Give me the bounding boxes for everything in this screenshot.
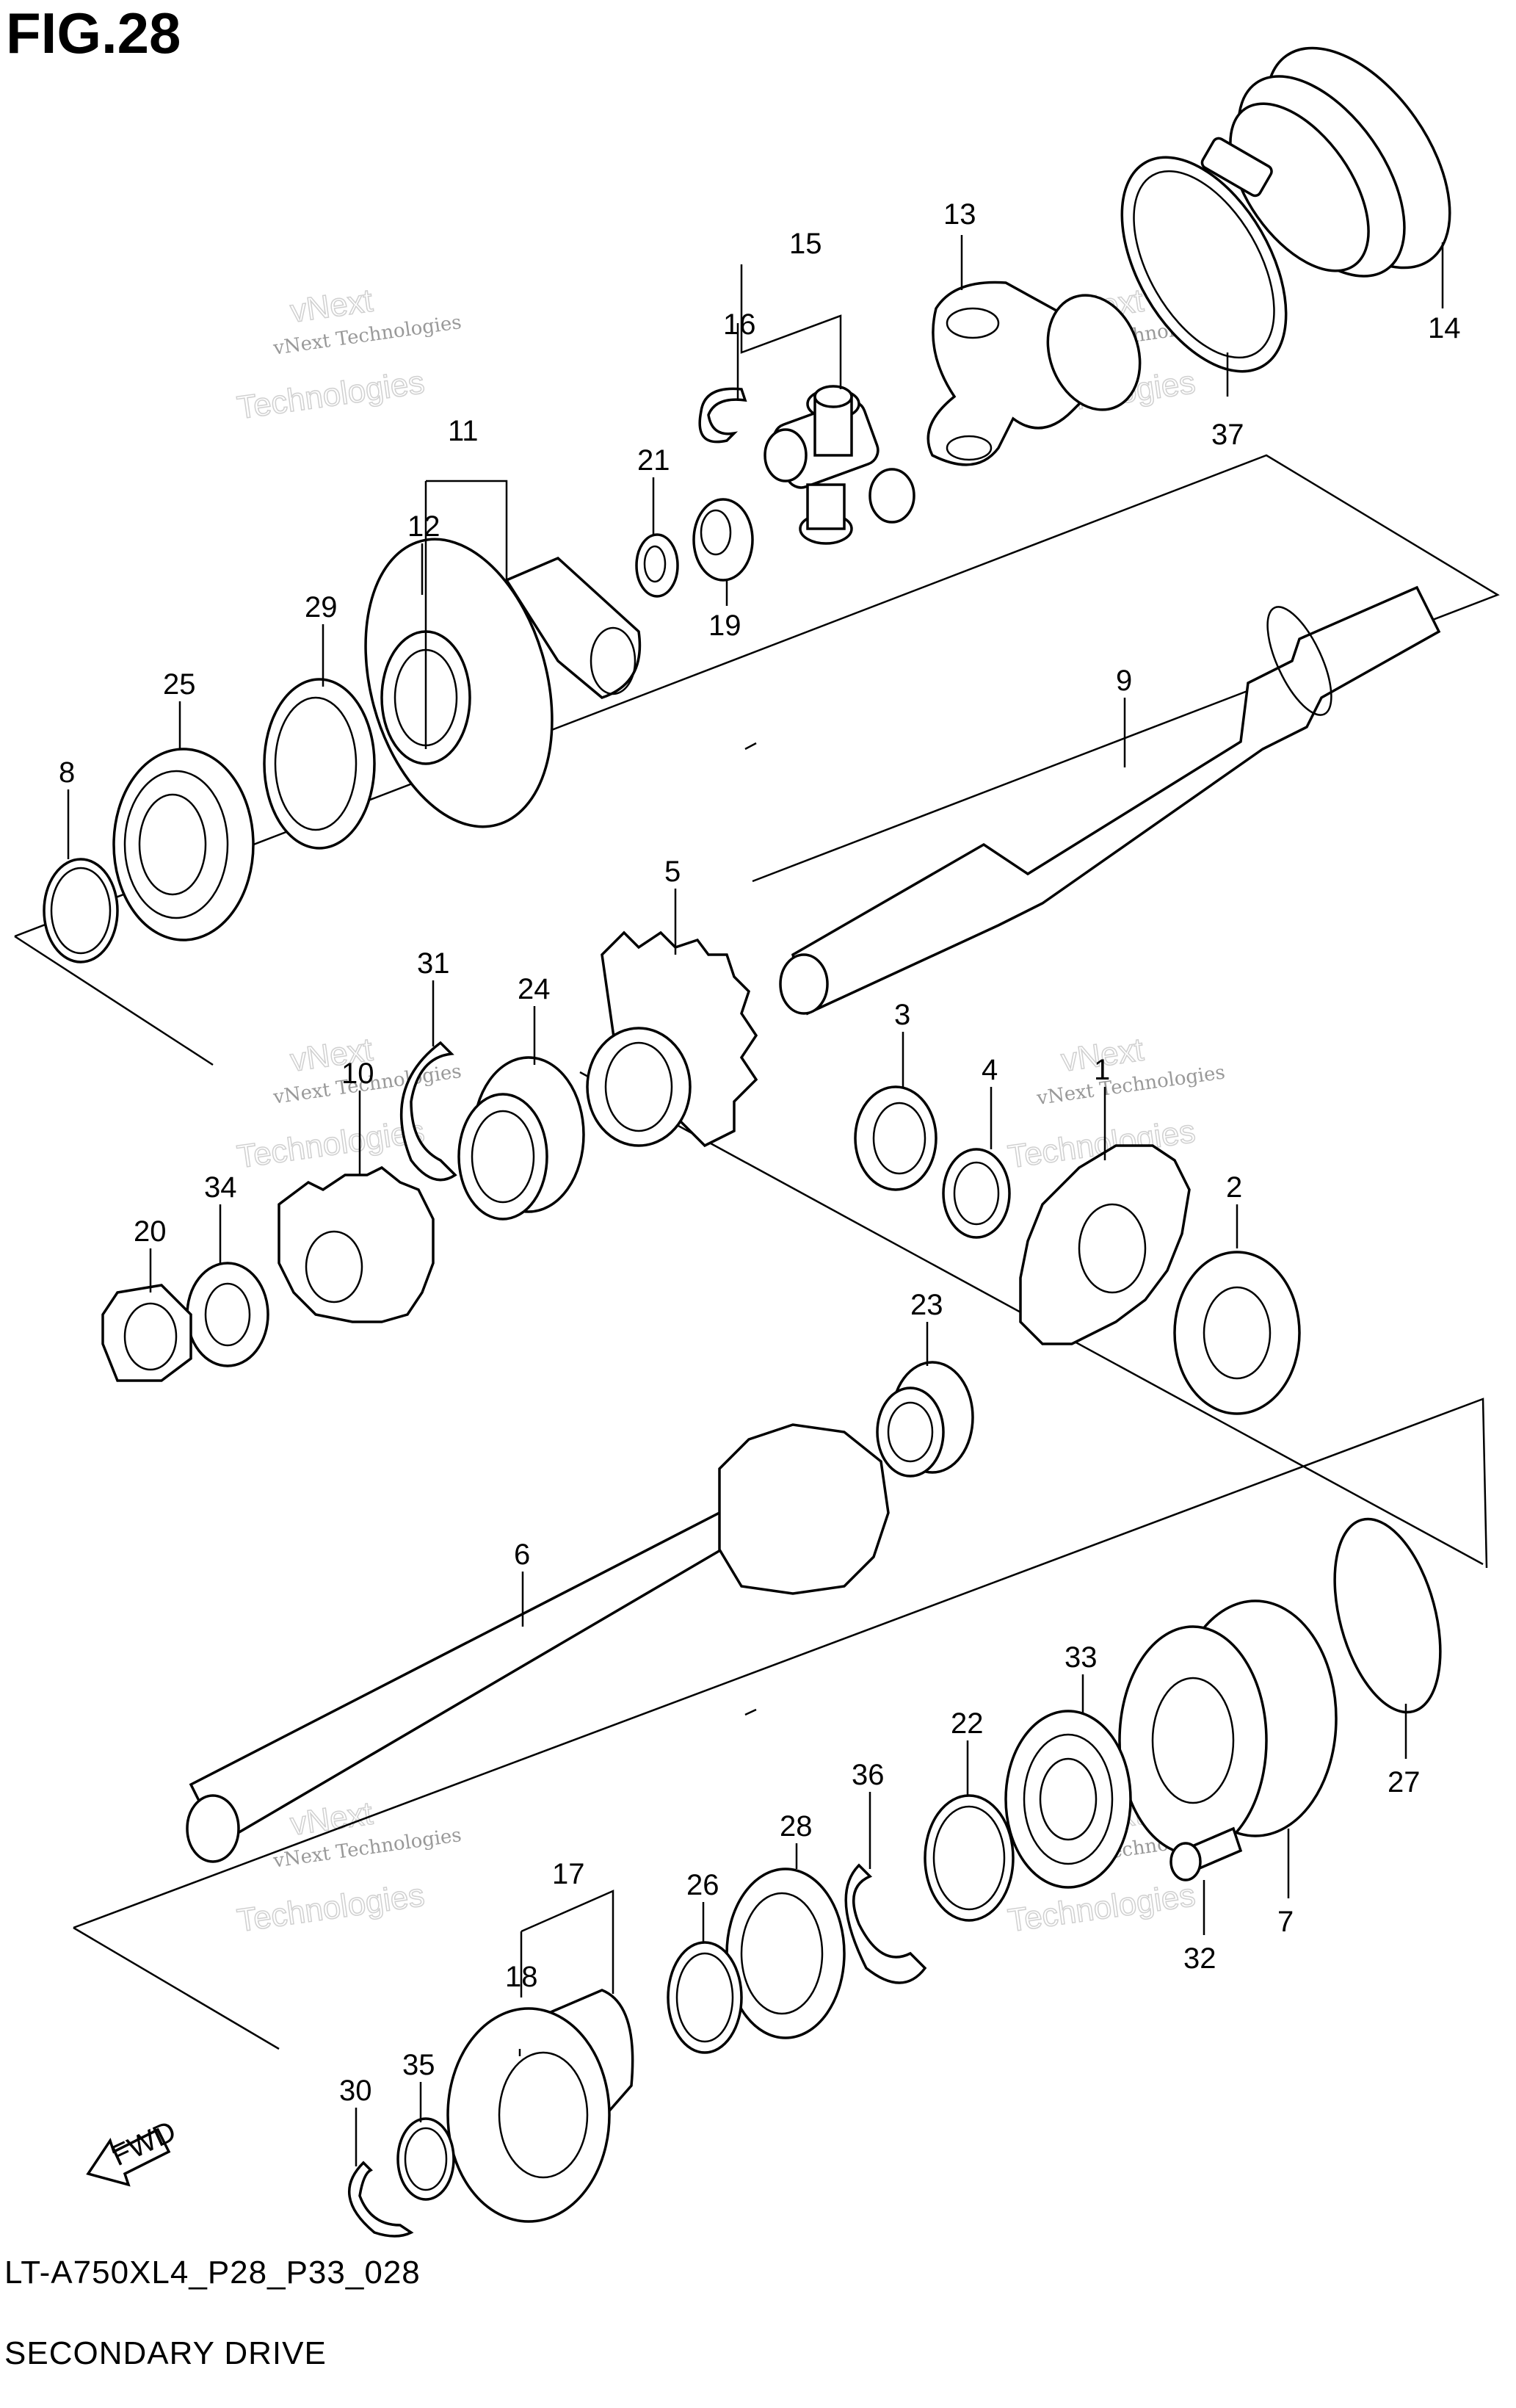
callout-13: 13 — [943, 198, 976, 231]
part-15-universal-joint — [764, 385, 915, 545]
callout-2: 2 — [1226, 1171, 1242, 1204]
part-21-ring — [635, 533, 679, 598]
callout-14: 14 — [1428, 312, 1461, 344]
part-24-roller-bearing — [457, 1056, 585, 1221]
part-1-bevel-gear — [1019, 1144, 1191, 1345]
svg-text:Technologies: Technologies — [235, 1113, 427, 1175]
fwd-arrow-icon: FWD — [86, 2115, 181, 2187]
callout-10: 10 — [341, 1057, 374, 1090]
part-8-ring — [43, 858, 119, 963]
part-2-shim — [1173, 1251, 1301, 1415]
callout-18: 18 — [505, 1961, 538, 1993]
callout-7: 7 — [1277, 1906, 1294, 1938]
callout-27: 27 — [1388, 1766, 1421, 1798]
part-29-oil-seal — [263, 678, 376, 850]
part-26-ring — [667, 1941, 743, 2054]
callout-21: 21 — [637, 444, 670, 477]
callout-23: 23 — [910, 1289, 943, 1321]
part-14-boot — [1229, 46, 1451, 278]
part-22-ring — [924, 1794, 1015, 1922]
svg-text:Technologies: Technologies — [1006, 1877, 1197, 1939]
callout-35: 35 — [402, 2049, 435, 2081]
callout-36: 36 — [852, 1759, 885, 1791]
callout-31: 31 — [417, 947, 450, 980]
part-13-yoke — [926, 281, 1142, 466]
callout-11: 11 — [448, 415, 479, 447]
svg-text:Technologies: Technologies — [235, 364, 427, 426]
callout-30: 30 — [339, 2075, 372, 2107]
part-6-shaft — [186, 1423, 890, 1863]
callout-26: 26 — [686, 1869, 719, 1901]
model-code: LT-A750XL4_P28_P33_028 — [4, 2255, 421, 2291]
callout-4: 4 — [982, 1054, 998, 1086]
part-18-cup — [446, 1989, 634, 2223]
part-4-washer — [942, 1148, 1011, 1239]
figure-title: FIG.28 — [6, 1, 181, 65]
group-box-lower-dash — [744, 1708, 757, 1716]
callout-28: 28 — [780, 1810, 813, 1843]
svg-text:Technologies: Technologies — [235, 1877, 427, 1939]
callout-3: 3 — [894, 999, 910, 1031]
group-box-upper-left — [14, 935, 214, 1066]
part-37-clamp — [1120, 137, 1288, 373]
part-3-collar — [854, 1085, 937, 1191]
leader-lines — [67, 235, 1444, 2166]
figure-subtitle: SECONDARY DRIVE — [4, 2335, 327, 2371]
callout-34: 34 — [204, 1171, 237, 1204]
callout-29: 29 — [305, 591, 338, 623]
part-28-oil-seal — [725, 1868, 846, 2039]
part-19-washer — [692, 498, 754, 582]
group-box-lower-left — [73, 1926, 280, 2050]
callout-12: 12 — [407, 510, 440, 543]
part-7-housing — [1118, 1599, 1338, 1856]
group-box-upper-dash — [744, 742, 757, 751]
part-34-washer — [186, 1262, 269, 1367]
callout-25: 25 — [163, 668, 196, 701]
group-box-lower — [73, 1398, 1488, 1929]
callout-33: 33 — [1065, 1641, 1098, 1674]
callout-15: 15 — [789, 228, 822, 260]
watermark-1: vNext Technologies vNext Technologies — [234, 282, 463, 427]
part-31-circlip — [399, 1041, 457, 1182]
part-20-nut — [101, 1284, 192, 1382]
part-10-gear — [278, 1165, 435, 1323]
callout-16: 16 — [723, 308, 756, 341]
part-9-shaft — [779, 585, 1441, 1016]
callout-24: 24 — [518, 973, 551, 1005]
part-30-circlip — [347, 2161, 414, 2238]
callout-19: 19 — [708, 610, 741, 642]
callout-32: 32 — [1183, 1942, 1216, 1975]
callout-labels: 15 16 13 14 37 11 12 29 25 8 21 19 9 5 3… — [59, 198, 1461, 2107]
part-25-bearing — [112, 748, 255, 941]
part-23-bushing — [876, 1361, 974, 1478]
part-33-bearing — [1004, 1710, 1132, 1889]
callout-22: 22 — [951, 1707, 984, 1740]
part-32-bolt — [1169, 1826, 1243, 1881]
svg-text:vNext: vNext — [288, 283, 374, 330]
part-5-bevel-gear — [586, 930, 758, 1148]
callout-1: 1 — [1094, 1054, 1110, 1086]
callout-9: 9 — [1116, 665, 1132, 697]
callout-6: 6 — [514, 1539, 530, 1571]
callout-20: 20 — [134, 1215, 167, 1248]
callout-37: 37 — [1211, 419, 1244, 451]
callout-8: 8 — [59, 756, 75, 789]
callout-5: 5 — [664, 856, 681, 888]
part-35-circlip — [396, 2117, 455, 2201]
part-36-circlip — [844, 1863, 927, 1984]
callout-17: 17 — [552, 1858, 585, 1890]
part-11-flange-yoke — [364, 538, 642, 828]
part-16-circlip — [698, 387, 747, 444]
part-27-o-ring — [1333, 1517, 1442, 1714]
